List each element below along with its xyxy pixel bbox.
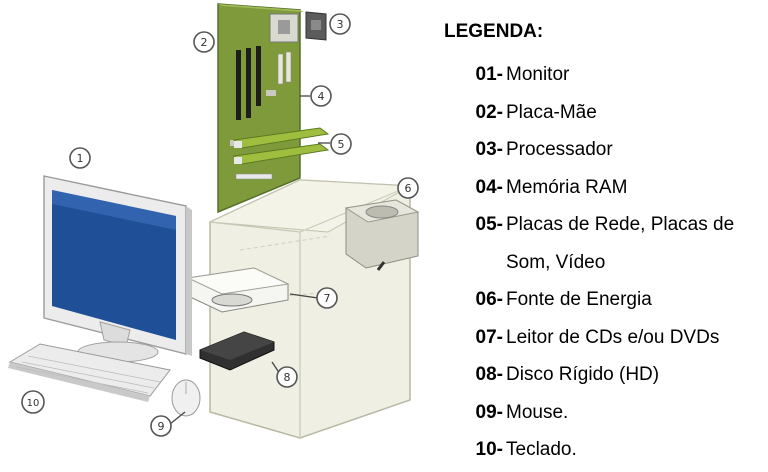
legend-number: 01- <box>475 64 503 85</box>
legend-number: 09- <box>475 401 503 423</box>
legend-label: Disco Rígido (HD) <box>506 364 660 385</box>
legend-number: 05- <box>475 214 503 235</box>
legend-item: 04-Memória RAM <box>444 169 766 207</box>
legend-item: 09-Mouse. <box>444 394 766 432</box>
svg-text:8: 8 <box>284 371 291 384</box>
callout-1: 1 <box>69 147 91 169</box>
legend-number: 10- <box>475 439 503 460</box>
callout-10: 10 <box>21 390 45 414</box>
legend-item: 01-Monitor <box>444 56 766 94</box>
callout-3: 3 <box>329 13 351 35</box>
legend-label: Monitor <box>506 64 570 85</box>
expansion-cards <box>232 127 330 180</box>
legend-number: 06- <box>475 289 503 310</box>
legend-label: Leitor de CDs e/ou DVDs <box>506 326 720 348</box>
legend-label: Memória RAM <box>506 176 628 198</box>
callout-4: 4 <box>310 85 332 107</box>
legend-label: Mouse. <box>506 401 569 423</box>
monitor <box>43 175 192 363</box>
legend-item: 05-Placas de Rede, Placas de Som, Vídeo <box>444 206 766 281</box>
callout-5: 5 <box>330 133 352 155</box>
callout-2: 2 <box>193 31 215 53</box>
processor <box>305 11 327 41</box>
legend-label: Teclado. <box>506 439 577 460</box>
callout-9: 9 <box>150 415 172 437</box>
computer-parts-illustration: 1 2 3 4 5 6 7 8 9 10 <box>8 3 420 439</box>
legend-item: 03-Processador <box>444 131 766 169</box>
svg-text:3: 3 <box>337 18 344 31</box>
legend-number: 04- <box>475 176 503 198</box>
legend-item: 10-Teclado. <box>444 431 766 469</box>
svg-text:9: 9 <box>158 420 165 433</box>
legend-item: 06-Fonte de Energia <box>444 281 766 319</box>
motherboard <box>217 3 304 214</box>
mouse <box>171 379 201 417</box>
legend-item: 02-Placa-Mãe <box>444 94 766 132</box>
callout-7: 7 <box>316 287 338 309</box>
legend-title: LEGENDA: <box>444 21 544 42</box>
legend-number: 08- <box>475 364 503 385</box>
legend-label: Placas de Rede, Placas de Som, Vídeo <box>506 214 735 273</box>
legend-label: Processador <box>506 139 613 160</box>
svg-text:7: 7 <box>324 292 331 305</box>
callout-6: 6 <box>397 177 419 199</box>
svg-text:4: 4 <box>318 90 325 103</box>
legend-item: 08-Disco Rígido (HD) <box>444 356 766 394</box>
svg-text:1: 1 <box>77 152 84 165</box>
legend-label: Fonte de Energia <box>506 289 652 310</box>
keyboard <box>8 343 171 402</box>
svg-text:5: 5 <box>338 138 345 151</box>
legend-number: 02- <box>475 101 503 123</box>
power-supply <box>344 199 420 271</box>
legend-label: Placa-Mãe <box>506 101 597 123</box>
hard-disk <box>199 331 275 371</box>
legend-number: 07- <box>475 326 503 348</box>
svg-text:10: 10 <box>27 398 40 409</box>
svg-text:2: 2 <box>201 36 208 49</box>
svg-text:6: 6 <box>405 182 412 195</box>
legend: LEGENDA: 01-Monitor 02-Placa-Mãe 03-Proc… <box>444 18 766 469</box>
legend-number: 03- <box>475 139 503 160</box>
callout-8: 8 <box>276 366 298 388</box>
legend-item: 07-Leitor de CDs e/ou DVDs <box>444 319 766 357</box>
